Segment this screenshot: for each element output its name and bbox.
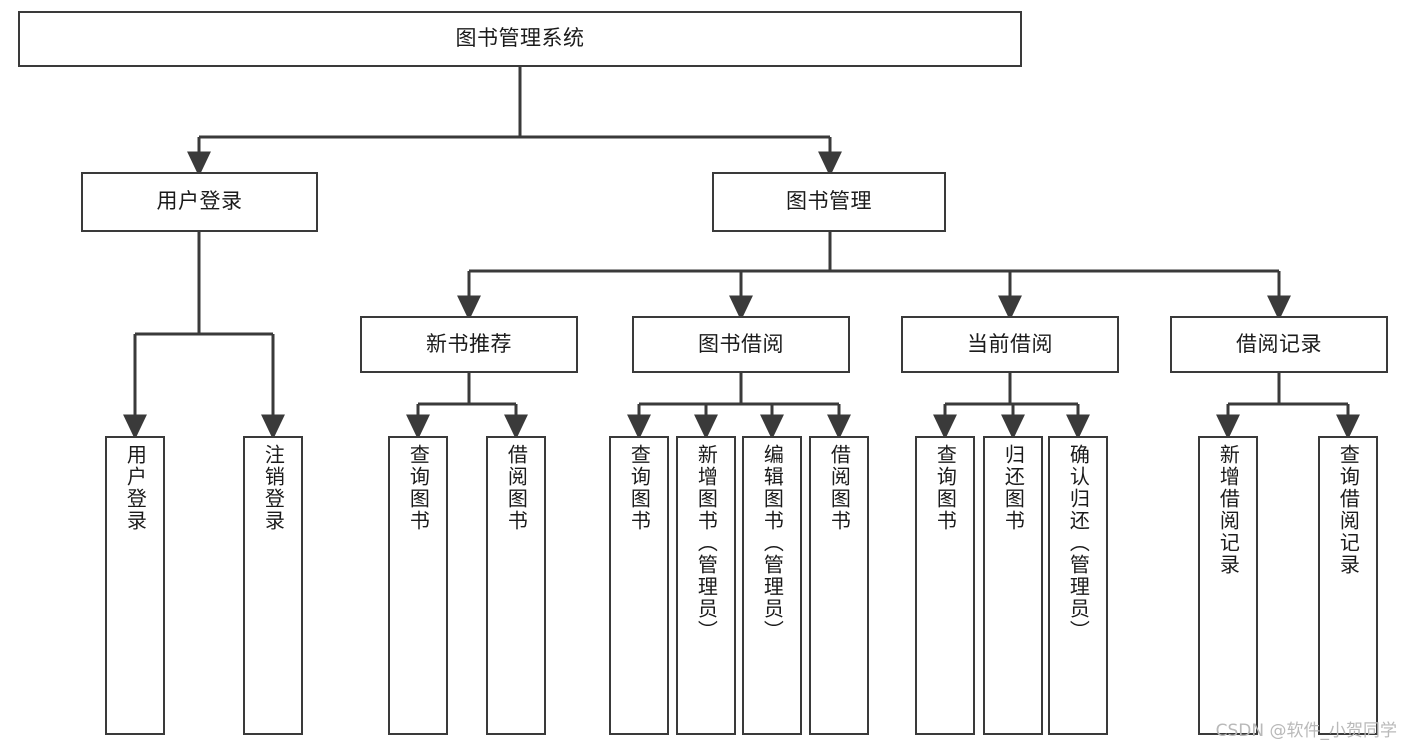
node-new-book-recommend-label: 新书推荐 (426, 331, 512, 356)
node-leaf-user-login-label: 用户登录 (123, 444, 148, 532)
node-leaf-add-record[interactable]: 新增借阅记录 (1198, 436, 1258, 735)
node-current-borrow-label: 当前借阅 (967, 331, 1053, 356)
node-book-management-label: 图书管理 (786, 189, 872, 214)
node-leaf-add-book-label: 新增图书（管理员） (694, 444, 719, 642)
node-leaf-borrow-book-2-label: 借阅图书 (827, 444, 852, 532)
node-leaf-query-book-3[interactable]: 查询图书 (915, 436, 975, 735)
node-current-borrow[interactable]: 当前借阅 (901, 316, 1119, 373)
node-leaf-user-login[interactable]: 用户登录 (105, 436, 165, 735)
node-leaf-query-record[interactable]: 查询借阅记录 (1318, 436, 1378, 735)
node-user-login-label: 用户登录 (156, 189, 243, 214)
node-leaf-return-book-label: 归还图书 (1001, 444, 1026, 532)
node-leaf-confirm-return-label: 确认归还（管理员） (1066, 444, 1091, 642)
node-leaf-query-book-3-label: 查询图书 (933, 444, 958, 532)
node-root-label: 图书管理系统 (455, 26, 585, 51)
node-leaf-add-record-label: 新增借阅记录 (1216, 444, 1241, 576)
node-leaf-query-book-1[interactable]: 查询图书 (388, 436, 448, 735)
node-root[interactable]: 图书管理系统 (18, 11, 1022, 67)
node-leaf-edit-book-label: 编辑图书（管理员） (760, 444, 785, 642)
node-leaf-borrow-book-1-label: 借阅图书 (504, 444, 529, 532)
node-leaf-logout-login[interactable]: 注销登录 (243, 436, 303, 735)
node-borrow-record[interactable]: 借阅记录 (1170, 316, 1388, 373)
node-new-book-recommend[interactable]: 新书推荐 (360, 316, 578, 373)
node-book-borrow-label: 图书借阅 (698, 331, 784, 356)
node-leaf-query-book-2[interactable]: 查询图书 (609, 436, 669, 735)
node-leaf-return-book[interactable]: 归还图书 (983, 436, 1043, 735)
node-leaf-query-book-2-label: 查询图书 (627, 444, 652, 532)
node-leaf-query-book-1-label: 查询图书 (406, 444, 431, 532)
node-leaf-logout-login-label: 注销登录 (261, 444, 286, 532)
node-leaf-query-record-label: 查询借阅记录 (1336, 444, 1361, 576)
node-leaf-confirm-return[interactable]: 确认归还（管理员） (1048, 436, 1108, 735)
node-borrow-record-label: 借阅记录 (1236, 331, 1322, 356)
node-book-borrow[interactable]: 图书借阅 (632, 316, 850, 373)
node-leaf-edit-book[interactable]: 编辑图书（管理员） (742, 436, 802, 735)
node-book-management[interactable]: 图书管理 (712, 172, 946, 232)
node-leaf-borrow-book-2[interactable]: 借阅图书 (809, 436, 869, 735)
node-leaf-add-book[interactable]: 新增图书（管理员） (676, 436, 736, 735)
node-leaf-borrow-book-1[interactable]: 借阅图书 (486, 436, 546, 735)
node-user-login[interactable]: 用户登录 (81, 172, 318, 232)
